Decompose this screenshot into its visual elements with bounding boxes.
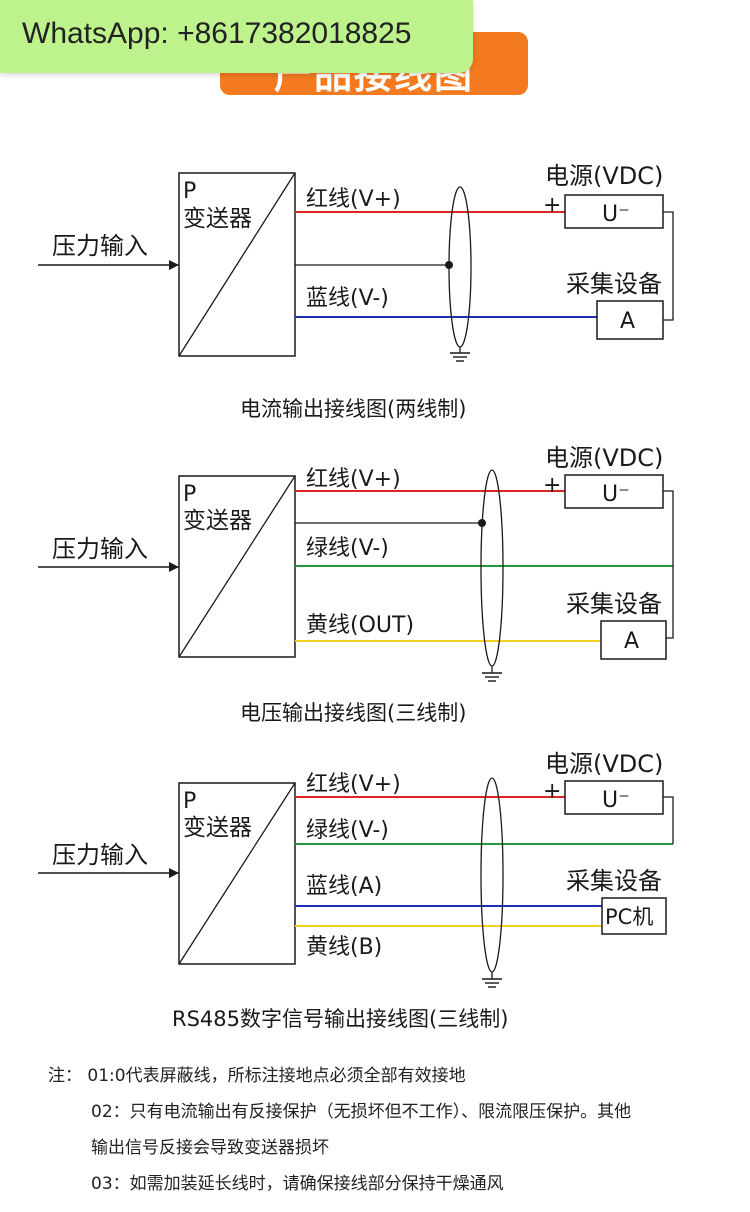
shield-loop	[480, 469, 504, 667]
green-wire-label: 绿线(V-)	[306, 536, 389, 561]
diagram-caption: RS485数字信号输出接线图(三线制)	[172, 1007, 508, 1031]
power-plus-sign: +	[543, 193, 561, 218]
acquisition-device-label: 采集设备	[566, 590, 662, 618]
yellow-wire-label: 黄线(OUT)	[306, 613, 414, 638]
pressure-input-label: 压力输入	[52, 535, 148, 563]
acquisition-device-label: 采集设备	[566, 867, 662, 895]
power-supply-symbol: U⁻	[602, 202, 630, 227]
pressure-input-label: 压力输入	[52, 841, 148, 869]
transmitter-p-label: P	[183, 179, 196, 204]
power-return-wire	[663, 490, 674, 639]
power-supply-label: 电源(VDC)	[545, 444, 663, 472]
transmitter-p-label: P	[183, 482, 196, 507]
diagram-rs485-output: 压力输入 P 变送器 红线(V+) 绿线(V-) 蓝线(A) 黄线(B) 电源(…	[38, 750, 674, 1031]
shield-loop	[480, 777, 504, 973]
acquisition-device-symbol: A	[624, 629, 639, 654]
acquisition-device-label: 采集设备	[566, 270, 662, 298]
diagram-caption: 电流输出接线图(两线制)	[240, 397, 466, 421]
acquisition-device-box	[600, 620, 667, 660]
note-03: 03：如需加装延长线时，请确保接线部分保持干燥通风	[91, 1174, 504, 1194]
yellow-wire-label: 黄线(B)	[306, 935, 382, 960]
note-01: 01:0代表屏蔽线，所标注接地点必须全部有效接地	[87, 1066, 466, 1086]
diagram-current-output: 压力输入 P 变送器 红线(V+) 蓝线(V-) 电源(VDC) + U⁻ 采集…	[38, 162, 674, 421]
whatsapp-badge-text: WhatsApp: +8617382018825	[22, 17, 412, 50]
power-supply-box	[564, 780, 664, 815]
power-return-wire	[663, 211, 674, 321]
note-02-continued: 输出信号反接会导致变送器损坏	[91, 1138, 329, 1158]
diagram-voltage-output: 压力输入 P 变送器 红线(V+) 绿线(V-) 黄线(OUT) 电源(VDC)…	[38, 444, 674, 725]
power-plus-sign: +	[543, 473, 561, 498]
transmitter-label: 变送器	[183, 508, 252, 534]
note-line-1: 注： 01:0代表屏蔽线，所标注接地点必须全部有效接地	[48, 1058, 738, 1094]
notes-prefix: 注：	[48, 1066, 82, 1086]
acquisition-device-box	[601, 897, 667, 935]
transmitter-label: 变送器	[183, 815, 252, 841]
note-02: 02：只有电流输出有反接保护（无损坏但不工作）、限流限压保护。其他	[91, 1102, 632, 1122]
acquisition-device-symbol: PC机	[605, 905, 653, 929]
red-wire-label: 红线(V+)	[306, 772, 401, 797]
transmitter-label: 变送器	[183, 206, 252, 232]
power-supply-box	[564, 474, 664, 509]
power-supply-label: 电源(VDC)	[545, 750, 663, 778]
power-supply-symbol: U⁻	[602, 788, 630, 813]
blue-wire-label: 蓝线(A)	[306, 874, 382, 899]
transmitter-p-label: P	[183, 789, 196, 814]
power-supply-box	[564, 194, 664, 229]
power-supply-symbol: U⁻	[602, 482, 630, 507]
acquisition-device-box	[596, 300, 664, 340]
red-wire-label: 红线(V+)	[306, 467, 401, 492]
pressure-input-label: 压力输入	[52, 232, 148, 260]
notes-section: 注： 01:0代表屏蔽线，所标注接地点必须全部有效接地 02：只有电流输出有反接…	[48, 1058, 738, 1202]
ground-icon	[482, 978, 502, 988]
transmitter-diagonal	[178, 475, 296, 658]
whatsapp-badge[interactable]: WhatsApp: +8617382018825	[0, 0, 473, 73]
red-wire-label: 红线(V+)	[306, 187, 401, 212]
blue-wire-label: 蓝线(V-)	[306, 286, 389, 311]
transmitter-diagonal	[178, 172, 296, 357]
transmitter-diagonal	[178, 782, 296, 965]
green-wire-label: 绿线(V-)	[306, 818, 389, 843]
ground-icon	[482, 672, 502, 682]
ground-icon	[450, 352, 470, 362]
power-return-wire	[663, 796, 674, 844]
diagram-caption: 电压输出接线图(三线制)	[240, 701, 466, 725]
acquisition-device-symbol: A	[620, 309, 635, 334]
power-supply-label: 电源(VDC)	[545, 162, 663, 190]
power-plus-sign: +	[543, 779, 561, 804]
